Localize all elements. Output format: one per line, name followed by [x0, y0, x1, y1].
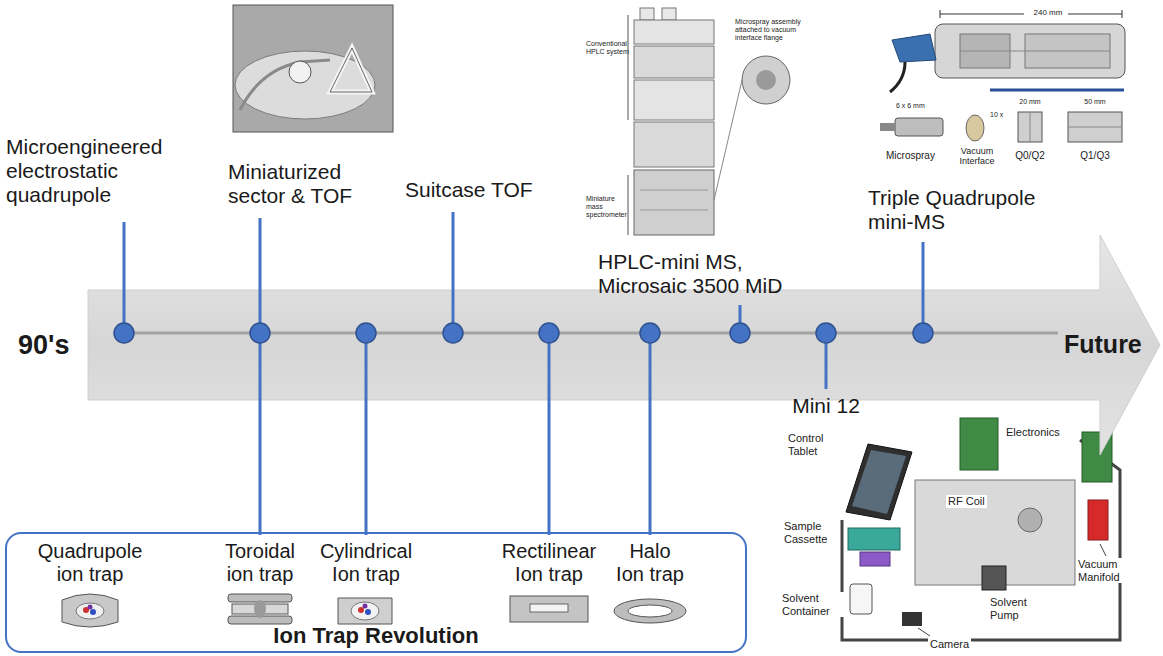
- image-label: Conventional HPLC system: [586, 40, 630, 56]
- part-label: Solvent Container: [780, 592, 844, 617]
- milestone-label: Miniaturized sector & TOF: [228, 160, 368, 208]
- arrow-shape: [0, 230, 1163, 456]
- hplc-figure: [628, 8, 790, 235]
- milestone-label: Triple Quadrupole mini-MS: [868, 186, 1068, 234]
- dimension-label: 20 mm: [1013, 98, 1047, 106]
- milestone-label: HPLC-mini MS, Microsaic 3500 MiD: [598, 250, 823, 298]
- image-label: Microspray assembly attached to vacuum i…: [735, 18, 807, 42]
- ion-trap-label: Toroidal ion trap: [212, 540, 308, 586]
- image-label: Miniature mass spectrometer: [586, 195, 630, 219]
- milestone-label: Microengineered electrostatic quadrupole: [6, 135, 221, 207]
- timeline-arrow: 90's Future: [0, 230, 1163, 456]
- timeline-start: 90's: [18, 330, 69, 361]
- dimension-label: 6 x 6 mm: [896, 102, 940, 110]
- ion-trap-label: Quadrupole ion trap: [28, 540, 152, 586]
- timeline-end: Future: [1064, 330, 1142, 359]
- group-title: Ion Trap Revolution: [7, 623, 745, 649]
- mini12-figure: [842, 418, 1120, 640]
- part-label: Microspray: [886, 150, 950, 162]
- hand-photo: [233, 5, 393, 132]
- ion-trap-label: Rectilinear Ion trap: [494, 540, 604, 586]
- dimension-label: 10 x: [990, 111, 1014, 119]
- part-label: RF Coil: [946, 495, 987, 508]
- dimension-label: 240 mm: [1028, 8, 1068, 17]
- part-label: Vacuum Interface: [950, 146, 1004, 167]
- milestone-label: Mini 12: [786, 394, 866, 418]
- ion-trap-label: Cylindrical Ion trap: [311, 540, 421, 586]
- part-label: Q1/Q3: [1070, 150, 1120, 162]
- part-label: Sample Cassette: [782, 520, 838, 545]
- milestone-label: Suitcase TOF: [405, 178, 565, 202]
- ion-trap-label: Halo Ion trap: [613, 540, 687, 586]
- ion-trap-pictures: [62, 594, 686, 627]
- part-label: Solvent Pump: [988, 596, 1042, 621]
- triple-quad-figure: [880, 10, 1125, 142]
- part-label: Q0/Q2: [1008, 150, 1052, 162]
- dimension-label: 50 mm: [1078, 98, 1112, 106]
- part-label: Camera: [928, 638, 971, 651]
- part-label: Control Tablet: [786, 432, 836, 457]
- part-label: Vacuum Manifold: [1076, 558, 1134, 583]
- part-label: Electronics: [1004, 426, 1062, 439]
